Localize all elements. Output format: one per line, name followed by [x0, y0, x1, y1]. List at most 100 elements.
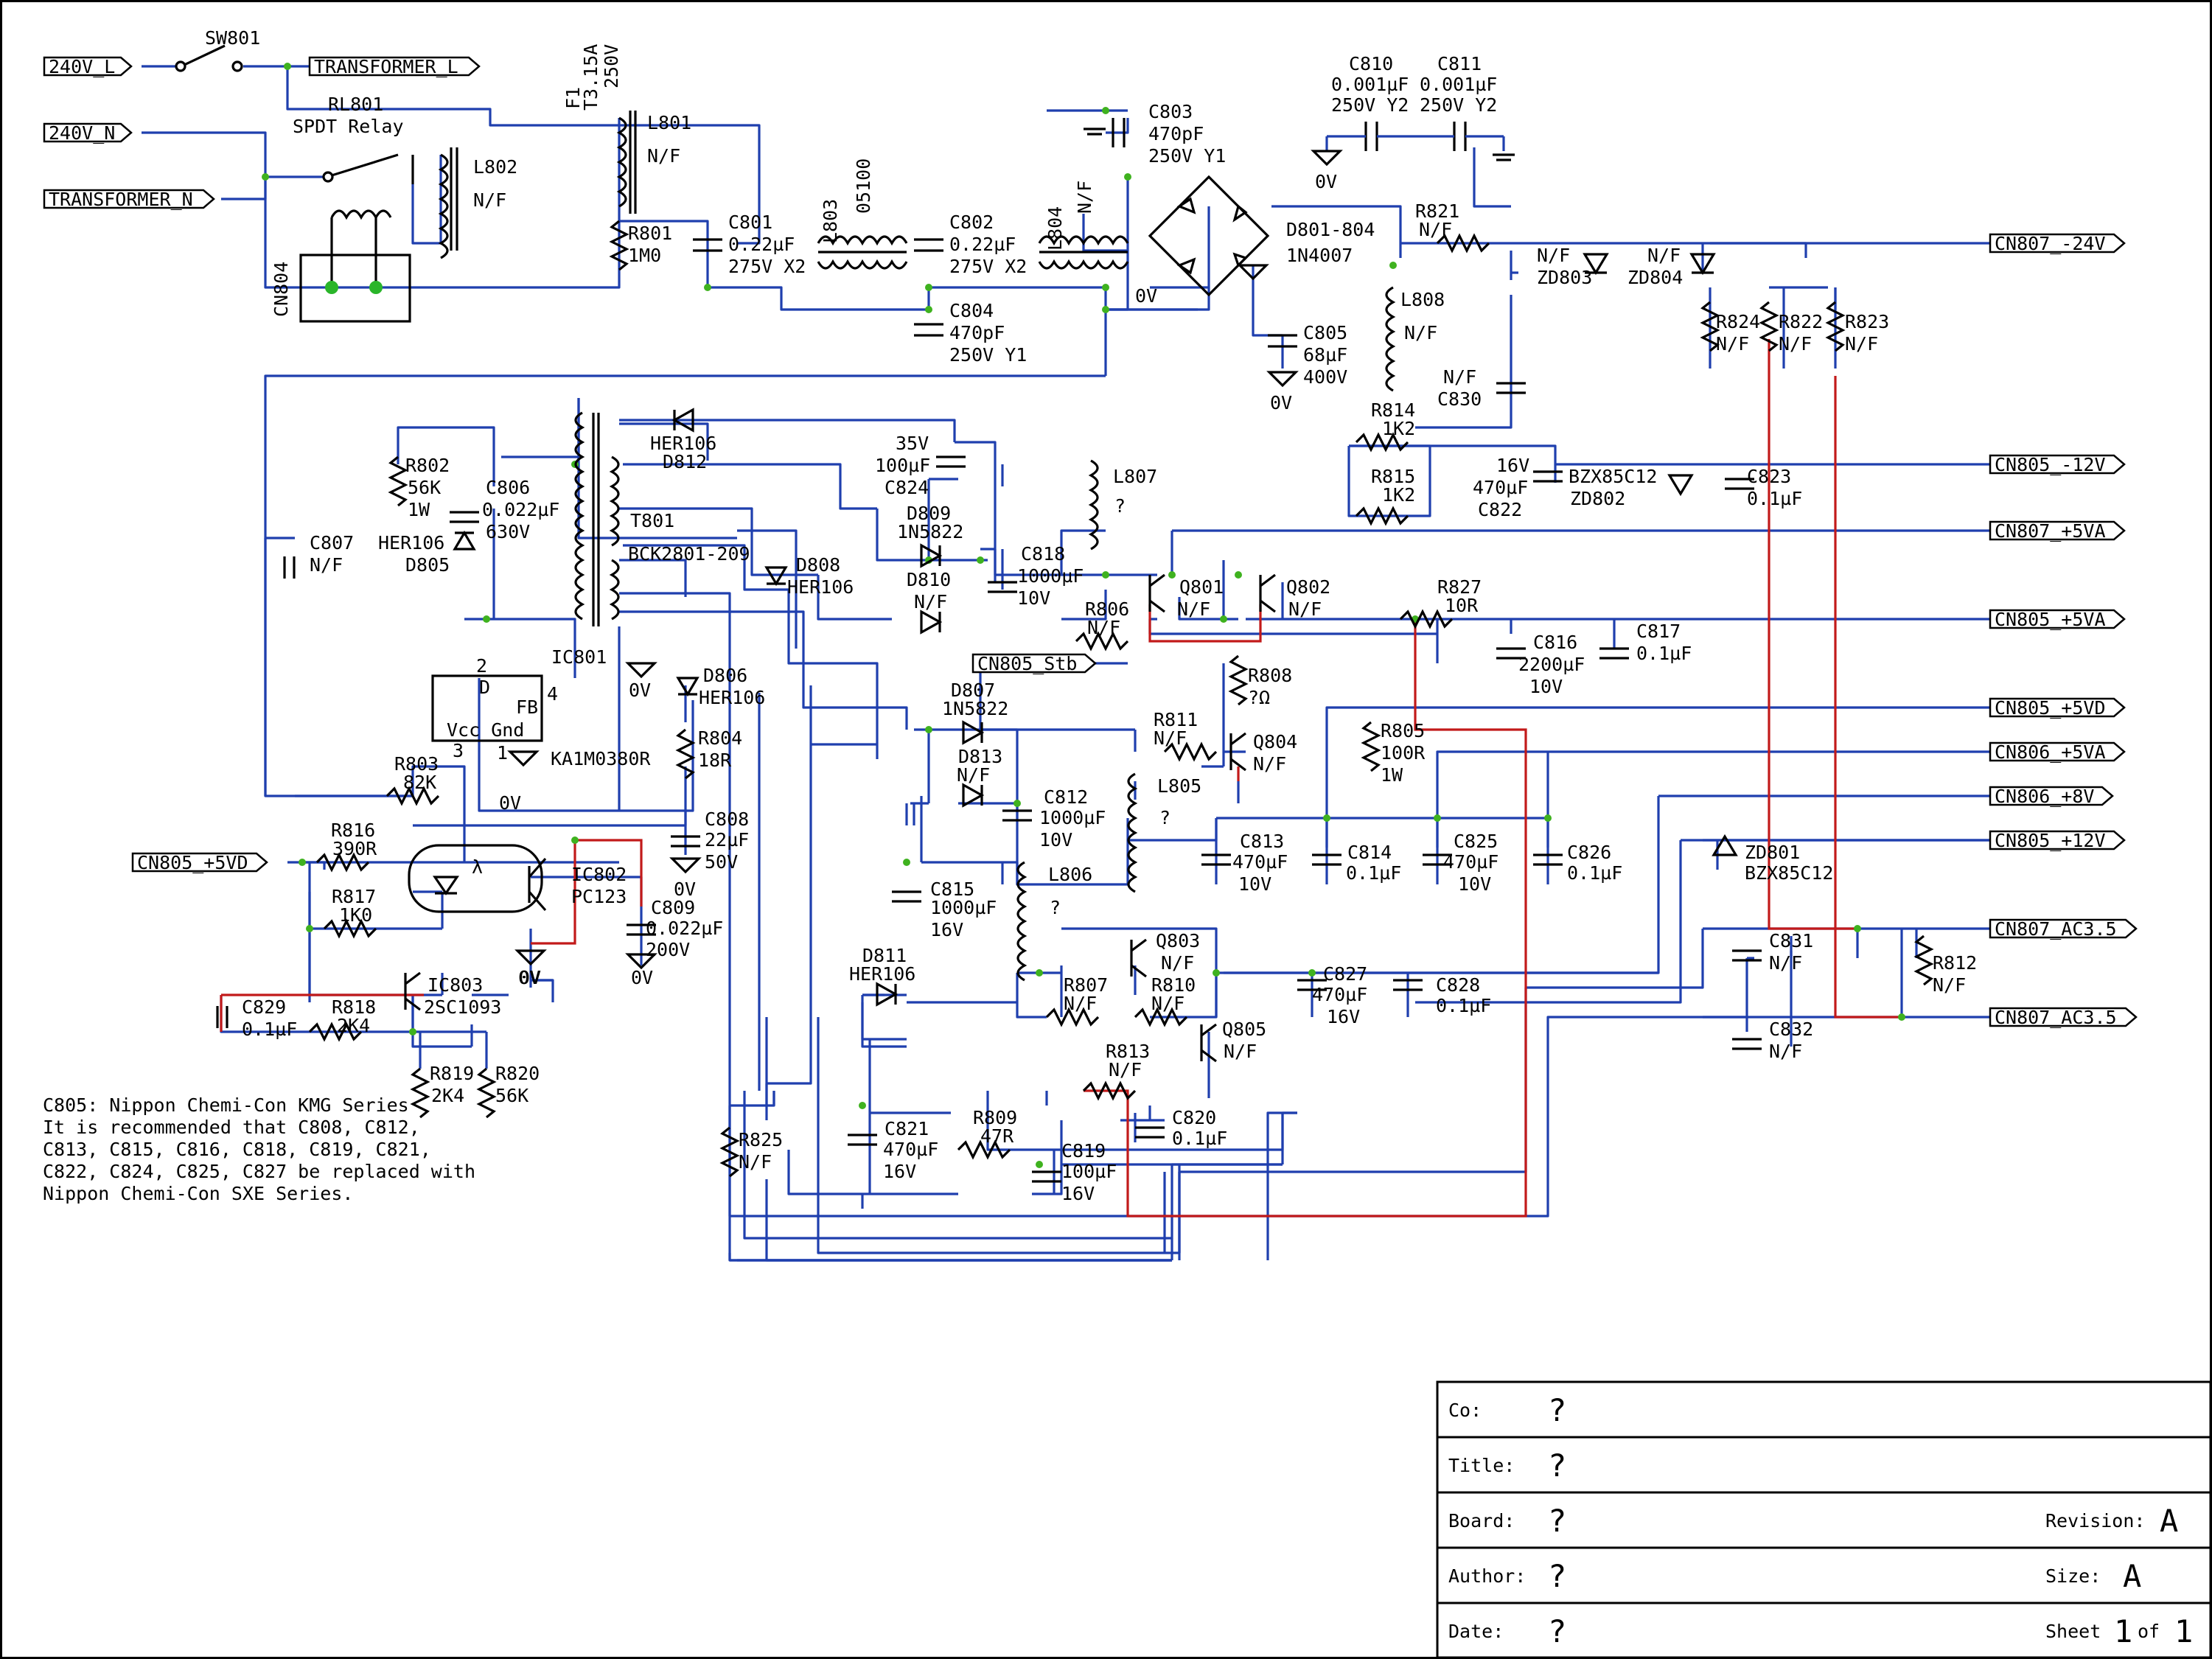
label-t138: D813 — [958, 746, 1002, 767]
port-label: CN805_Stb — [977, 653, 1077, 674]
label-t128: FB — [516, 696, 538, 718]
label-t17: L803 — [820, 199, 841, 243]
resistor-r808 — [1228, 654, 1249, 706]
label-t187: C829 — [242, 996, 286, 1018]
note-line-5: Nippon Chemi-Con SXE Series. — [43, 1183, 353, 1204]
inductor-l804 — [1038, 235, 1129, 270]
resistor-r822 — [1759, 301, 1779, 352]
label-t162: BZX85C12 — [1745, 862, 1833, 884]
label-t93: N/F — [914, 591, 947, 612]
capacitor-c830 — [1496, 382, 1526, 394]
label-t75: C824 — [885, 477, 929, 498]
inductor-l807 — [1088, 459, 1099, 551]
label-t43: 0V — [1315, 171, 1337, 192]
label-t20: 0.22µF — [949, 234, 1016, 255]
port-p5vdin: CN805_+5VD — [131, 852, 268, 873]
port-p5va5: CN805_+5VA — [1989, 609, 2126, 630]
label-t49: ZD804 — [1627, 267, 1683, 288]
label-t109: 10V — [1529, 676, 1563, 697]
port-label: 240V_N — [49, 122, 115, 144]
label-t18: 05100 — [853, 158, 874, 214]
port-pac2: CN807_AC3.5 — [1989, 1007, 2138, 1028]
label-t197: Q803 — [1156, 930, 1200, 951]
port-flag-outline — [1989, 1007, 2138, 1027]
label-t71: HER106 — [650, 433, 716, 454]
port-label: TRANSFORMER_N — [49, 189, 193, 210]
label-t87: N/F — [310, 554, 343, 576]
ic802-box — [408, 844, 543, 913]
label-t114: D806 — [703, 665, 747, 686]
label-t4: L802 — [473, 156, 517, 178]
label-t79: 56K — [408, 477, 441, 498]
port-label: 240V_L — [49, 56, 115, 77]
capacitor-c805 — [1268, 334, 1297, 348]
label-t139: N/F — [957, 764, 990, 786]
label-t152: 470µF — [1232, 851, 1288, 873]
label-t201: R810 — [1151, 974, 1196, 996]
label-t154: C814 — [1347, 842, 1392, 863]
label-t200: N/F — [1064, 993, 1097, 1014]
label-t7: F1 — [562, 87, 584, 109]
label-t33: C805 — [1303, 322, 1347, 343]
label-t157: 470µF — [1443, 851, 1498, 873]
label-t10: L801 — [647, 112, 691, 133]
label-t25: 470pF — [1148, 123, 1204, 144]
capacitor-c827 — [1297, 979, 1327, 991]
label-t211: N/F — [1109, 1059, 1142, 1080]
label-t90: D809 — [907, 503, 951, 524]
label-t85: D805 — [405, 554, 450, 576]
label-t110: C817 — [1636, 621, 1681, 642]
diode-d810 — [920, 610, 943, 635]
note-line-1: C805: Nippon Chemi-Con KMG Series — [43, 1094, 409, 1116]
label-t131: 4 — [547, 683, 558, 705]
label-t21: 275V X2 — [949, 256, 1027, 277]
port-label: CN805_+12V — [1995, 830, 2106, 851]
label-t160: 0.1µF — [1567, 862, 1622, 884]
label-t125: 100R — [1381, 742, 1426, 764]
label-t106: 10R — [1445, 595, 1479, 616]
label-t54: R822 — [1779, 311, 1823, 332]
label-t67: BZX85C12 — [1569, 466, 1657, 487]
zener-zd803 — [1583, 253, 1609, 276]
port-pn12: CN805_-12V — [1989, 454, 2126, 475]
capacitor-c813 — [1201, 853, 1231, 866]
label-t47: ZD803 — [1537, 267, 1592, 288]
inductor-l803 — [817, 235, 908, 270]
label-t44: R821 — [1415, 200, 1459, 222]
resistor-r814 — [1355, 432, 1409, 453]
port-flag-outline — [43, 189, 215, 209]
label-t209: N/F — [1224, 1041, 1257, 1062]
capacitor-c820 — [1135, 1126, 1165, 1139]
label-t159: C826 — [1567, 842, 1611, 863]
port-label: CN805_-12V — [1995, 454, 2106, 475]
label-t119: 1N5822 — [942, 698, 1008, 719]
capacitor-c801 — [693, 238, 722, 252]
resistor-r809 — [957, 1139, 1011, 1160]
capacitor-c802 — [914, 238, 943, 252]
label-t83: 630V — [486, 521, 530, 542]
capacitor-c816 — [1496, 647, 1526, 660]
label-t6: CN804 — [271, 262, 292, 317]
co-label: Co: — [1448, 1400, 1482, 1421]
date-label: Date: — [1448, 1621, 1504, 1642]
label-t74: 100µF — [875, 455, 930, 476]
title-label: Title: — [1448, 1455, 1515, 1476]
label-t34: 68µF — [1303, 344, 1347, 366]
label-t223: 16V — [1061, 1183, 1095, 1204]
resistor-r806 — [1075, 631, 1129, 652]
label-t135: 0V — [499, 792, 521, 814]
diode-d808 — [764, 566, 788, 587]
label-t140: C812 — [1044, 786, 1088, 808]
label-t172: 1K0 — [339, 904, 372, 926]
label-t12: R801 — [628, 223, 672, 244]
label-t77: ? — [1114, 495, 1126, 517]
board-label: Board: — [1448, 1510, 1515, 1531]
label-t210: R813 — [1106, 1041, 1150, 1062]
label-t30: 0V — [1135, 285, 1157, 307]
label-t173: 0V — [518, 967, 540, 988]
label-t136: R804 — [698, 727, 742, 749]
label-t171: R817 — [332, 886, 376, 907]
label-t126: 1W — [1381, 764, 1403, 786]
label-t62: R815 — [1371, 466, 1415, 487]
label-t36: 0V — [1270, 392, 1292, 413]
